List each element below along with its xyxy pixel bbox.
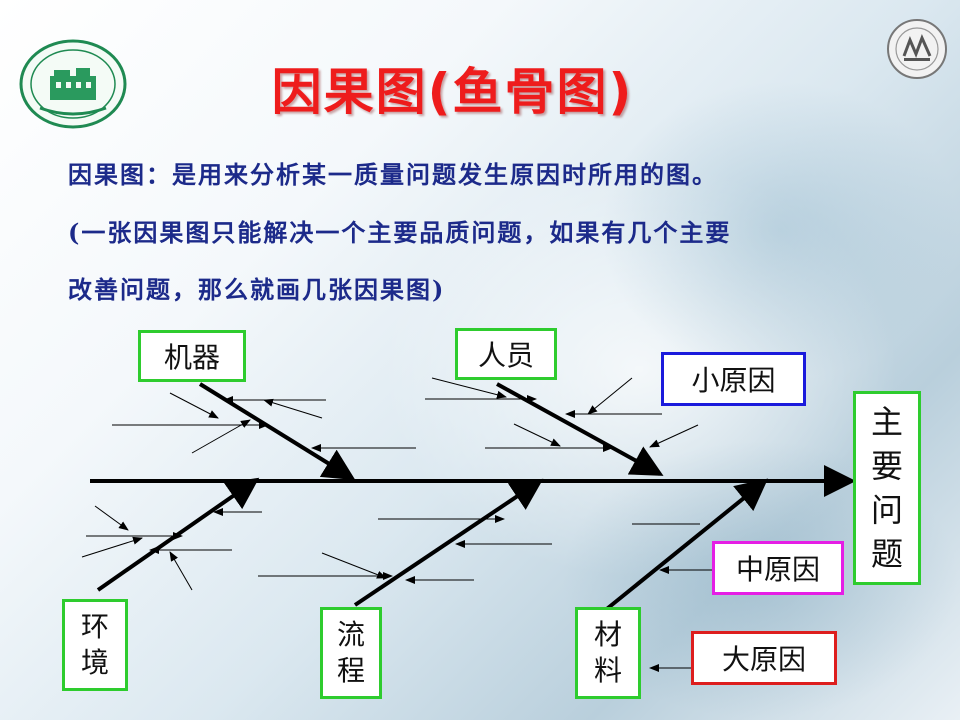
slide-title: 因果图(鱼骨图): [271, 63, 634, 121]
category-process: 流 程: [320, 607, 382, 699]
bone-machine: [198, 382, 356, 481]
main-problem-char-2: 要: [870, 447, 903, 485]
category-material-char-1: 材: [593, 618, 622, 651]
category-process-char-1: 流: [336, 618, 365, 651]
category-people: 人员: [455, 328, 557, 380]
legend-large-cause: 大原因: [691, 631, 837, 685]
bone-environment: [96, 477, 260, 592]
bone-process: [353, 478, 544, 607]
category-environment: 环 境: [62, 599, 128, 691]
main-problem-box: 主 要 问 题: [853, 391, 921, 585]
bone-people: [496, 382, 664, 476]
bone-material: [601, 478, 769, 614]
legend-small-cause: 小原因: [661, 352, 806, 406]
category-machine: 机器: [138, 330, 246, 382]
category-environment-char-2: 境: [80, 646, 109, 679]
category-environment-char-1: 环: [80, 610, 109, 643]
description-line-1: 因果图：是用来分析某一质量问题发生原因时所用的图。: [68, 160, 718, 189]
main-problem-char-1: 主: [870, 403, 903, 441]
category-material-char-2: 料: [593, 654, 622, 687]
description-line-2: (一张因果图只能解决一个主要品质问题，如果有几个主要: [68, 218, 732, 247]
left-logo-icon: [19, 39, 127, 129]
right-logo-icon: [887, 19, 947, 79]
category-material: 材 料: [575, 607, 641, 699]
category-process-char-2: 程: [336, 654, 365, 687]
description-line-3: 改善问题，那么就画几张因果图): [68, 275, 446, 304]
main-problem-char-3: 问: [870, 491, 903, 529]
main-problem-char-4: 题: [870, 535, 903, 573]
legend-medium-cause: 中原因: [712, 541, 844, 595]
